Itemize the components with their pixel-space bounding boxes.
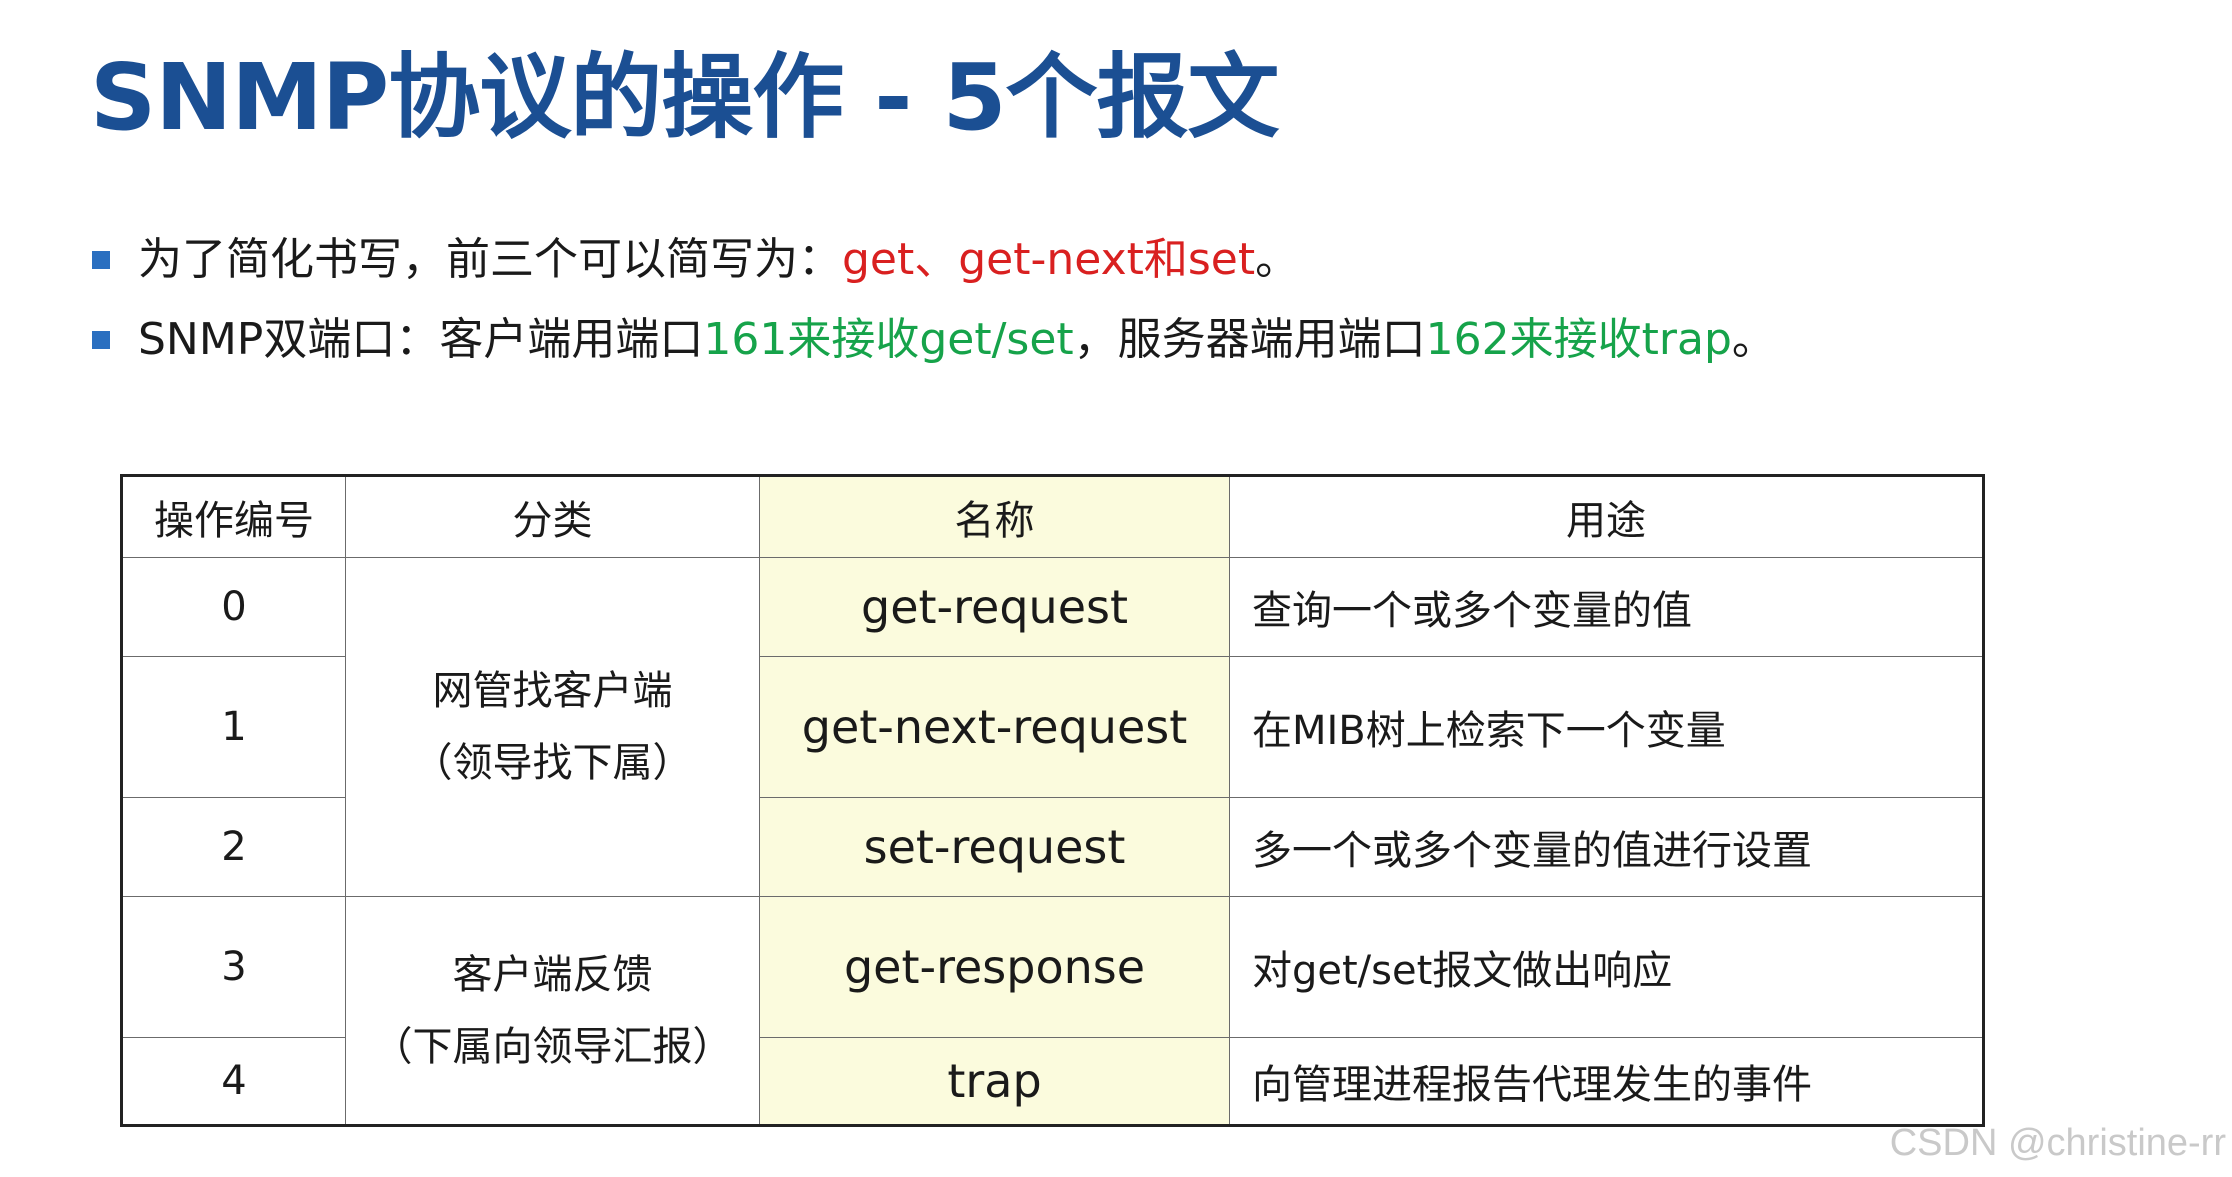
category-line: 网管找客户端 bbox=[432, 668, 673, 714]
cell-number: 4 bbox=[121, 1037, 346, 1126]
cell-purpose: 向管理进程报告代理发生的事件 bbox=[1229, 1037, 1984, 1126]
cell-name: get-request bbox=[759, 557, 1230, 657]
highlight-green-text: 162来接收trap bbox=[1425, 314, 1732, 365]
bullet-text: SNMP双端口：客户端用端口 bbox=[138, 314, 704, 365]
bullet-text: ，服务器端用端口 bbox=[1073, 314, 1426, 365]
bullet-item-shorthand: 为了简化书写，前三个可以简写为：get、get-next和set。 bbox=[92, 220, 1776, 300]
highlight-red-text: get、get-next和set bbox=[842, 234, 1256, 285]
header-purpose: 用途 bbox=[1229, 475, 1984, 558]
header-number: 操作编号 bbox=[121, 475, 346, 558]
table-row: 2 set-request 多一个或多个变量的值进行设置 bbox=[121, 797, 1984, 897]
cell-name: get-response bbox=[759, 896, 1230, 1038]
table-row: 0 网管找客户端 （领导找下属） get-request 查询一个或多个变量的值 bbox=[121, 557, 1984, 897]
csdn-watermark: CSDN @christine-rr bbox=[1889, 1122, 2226, 1164]
cell-purpose: 对get/set报文做出响应 bbox=[1229, 896, 1984, 1038]
cell-purpose: 多一个或多个变量的值进行设置 bbox=[1229, 797, 1984, 897]
header-category: 分类 bbox=[345, 475, 760, 558]
table-row: 4 trap 向管理进程报告代理发生的事件 bbox=[121, 1037, 1984, 1126]
snmp-operations-table: 操作编号 分类 名称 用途 0 网管找客户端 （领导找下属） get-reque… bbox=[120, 474, 1985, 1127]
cell-number: 3 bbox=[121, 896, 346, 1038]
slide-title: SNMP协议的操作 - 5个报文 bbox=[90, 44, 1279, 151]
cell-number: 2 bbox=[121, 797, 346, 897]
bullet-text: 为了简化书写，前三个可以简写为： bbox=[138, 234, 842, 285]
cell-category: 客户端反馈 （下属向领导汇报） bbox=[345, 896, 760, 1126]
table-row: 1 get-next-request 在MIB树上检索下一个变量 bbox=[121, 656, 1984, 798]
cell-category: 网管找客户端 （领导找下属） bbox=[345, 557, 760, 897]
bullet-list: 为了简化书写，前三个可以简写为：get、get-next和set。 SNMP双端… bbox=[92, 220, 1776, 380]
bullet-text: 。 bbox=[1731, 314, 1776, 365]
header-name: 名称 bbox=[759, 475, 1230, 558]
category-line: （领导找下属） bbox=[412, 740, 693, 786]
bullet-text: 。 bbox=[1255, 234, 1300, 285]
table-row: 3 客户端反馈 （下属向领导汇报） get-response 对get/set报… bbox=[121, 896, 1984, 1126]
square-bullet-icon bbox=[92, 331, 110, 349]
bullet-item-ports: SNMP双端口：客户端用端口161来接收get/set，服务器端用端口162来接… bbox=[92, 300, 1776, 380]
category-line: （下属向领导汇报） bbox=[372, 1023, 733, 1070]
cell-number: 0 bbox=[121, 557, 346, 657]
category-line: 客户端反馈 bbox=[452, 951, 653, 998]
cell-name: get-next-request bbox=[759, 656, 1230, 798]
highlight-green-text: 161来接收get/set bbox=[703, 314, 1074, 365]
cell-name: set-request bbox=[759, 797, 1230, 897]
table-header-row: 操作编号 分类 名称 用途 bbox=[121, 475, 1984, 558]
cell-number: 1 bbox=[121, 656, 346, 798]
cell-purpose: 查询一个或多个变量的值 bbox=[1229, 557, 1984, 657]
cell-name: trap bbox=[759, 1037, 1230, 1126]
square-bullet-icon bbox=[92, 251, 110, 269]
cell-purpose: 在MIB树上检索下一个变量 bbox=[1229, 656, 1984, 798]
